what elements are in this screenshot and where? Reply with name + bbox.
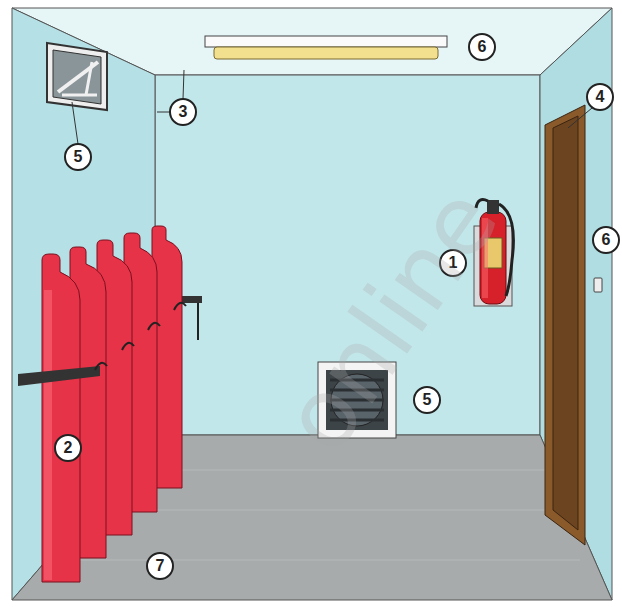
wall-vent [47, 43, 107, 110]
callout-number: 6 [468, 33, 496, 61]
callout-number: 5 [64, 143, 92, 171]
callout-number: 2 [54, 434, 82, 462]
callout-number: 7 [146, 552, 174, 580]
callout-number: 3 [169, 98, 197, 126]
ceiling-light [205, 36, 447, 59]
callout-number: 4 [586, 83, 614, 111]
callout-number: 6 [592, 226, 620, 254]
leader-lines [72, 70, 592, 144]
gas-cylinders [18, 226, 202, 582]
door [545, 105, 585, 545]
switch [594, 278, 602, 292]
callout-number: 5 [413, 386, 441, 414]
